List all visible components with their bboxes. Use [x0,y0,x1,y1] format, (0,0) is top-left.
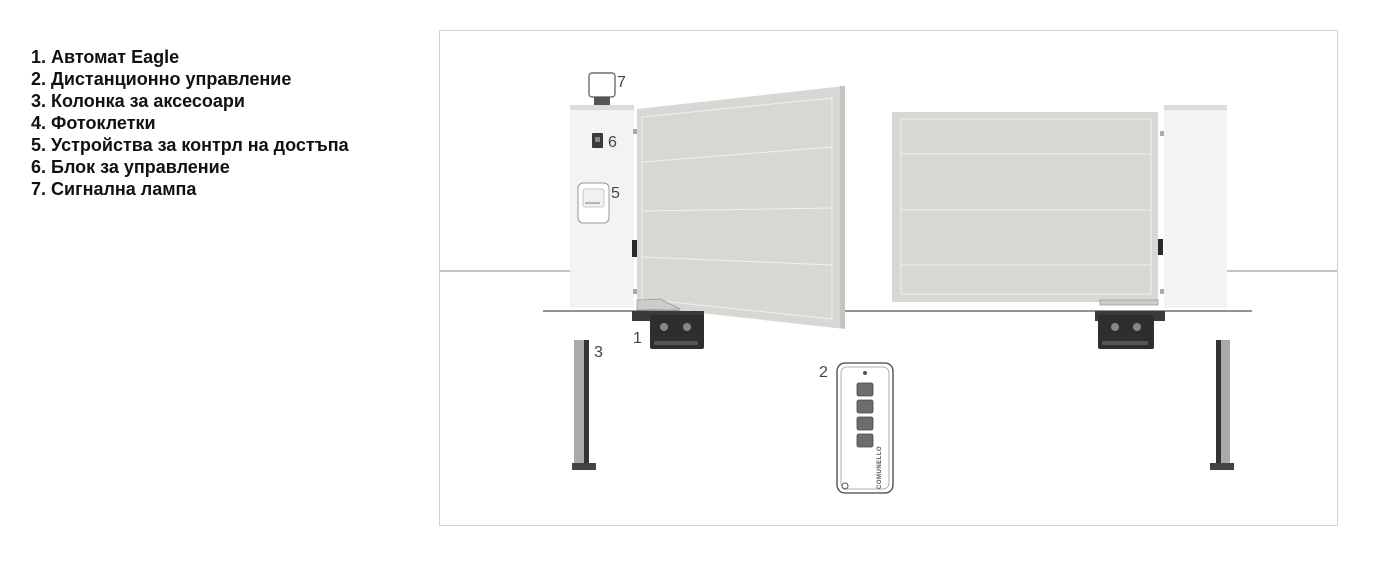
signal-lamp [588,72,616,105]
component-legend: 1. Автомат Eagle 2. Дистанционно управле… [31,46,349,200]
remote-button-2 [856,399,874,414]
callout-1: 1 [633,330,642,347]
hinge [1160,131,1164,136]
legend-item-access-control: 5. Устройства за контрл на достъпа [31,135,349,155]
left-gate-leaf [637,86,845,329]
control-unit [592,133,603,148]
legend-item-remote: 2. Дистанционно управление [31,69,292,89]
remote-control: COMUNELLO [836,362,894,494]
callout-2: 2 [819,364,828,381]
accessory-column-left [572,340,596,470]
remote-brand-label: COMUNELLO [877,446,883,489]
access-control-device [577,182,610,224]
accessory-column-right [1210,340,1234,470]
legend-item-column: 3. Колонка за аксесоари [31,91,245,111]
hinge [633,129,637,134]
remote-button-1 [856,382,874,397]
right-gate-motor [1095,299,1165,349]
callout-7: 7 [617,74,626,91]
remote-button-4 [856,433,874,448]
remote-button-3 [856,416,874,431]
legend-item-photocells: 4. Фотоклетки [31,113,156,133]
photocell-right [1158,239,1163,255]
legend-item-control-unit: 6. Блок за управление [31,157,230,177]
callout-6: 6 [608,134,617,151]
legend-item-automat: 1. Автомат Eagle [31,47,180,67]
right-pillar [1164,105,1227,308]
hinge [1160,289,1164,294]
photocell-left [632,240,637,257]
left-gate-motor [632,298,704,349]
right-gate-leaf [892,112,1158,302]
callout-3: 3 [594,344,603,361]
legend-item-signal-lamp: 7. Сигнална лампа [31,179,197,199]
hinge [633,289,637,294]
gate-diagram-frame: 7 6 5 4 [439,30,1338,526]
gate-diagram: 7 6 5 4 [440,72,1337,494]
callout-5: 5 [611,185,620,202]
